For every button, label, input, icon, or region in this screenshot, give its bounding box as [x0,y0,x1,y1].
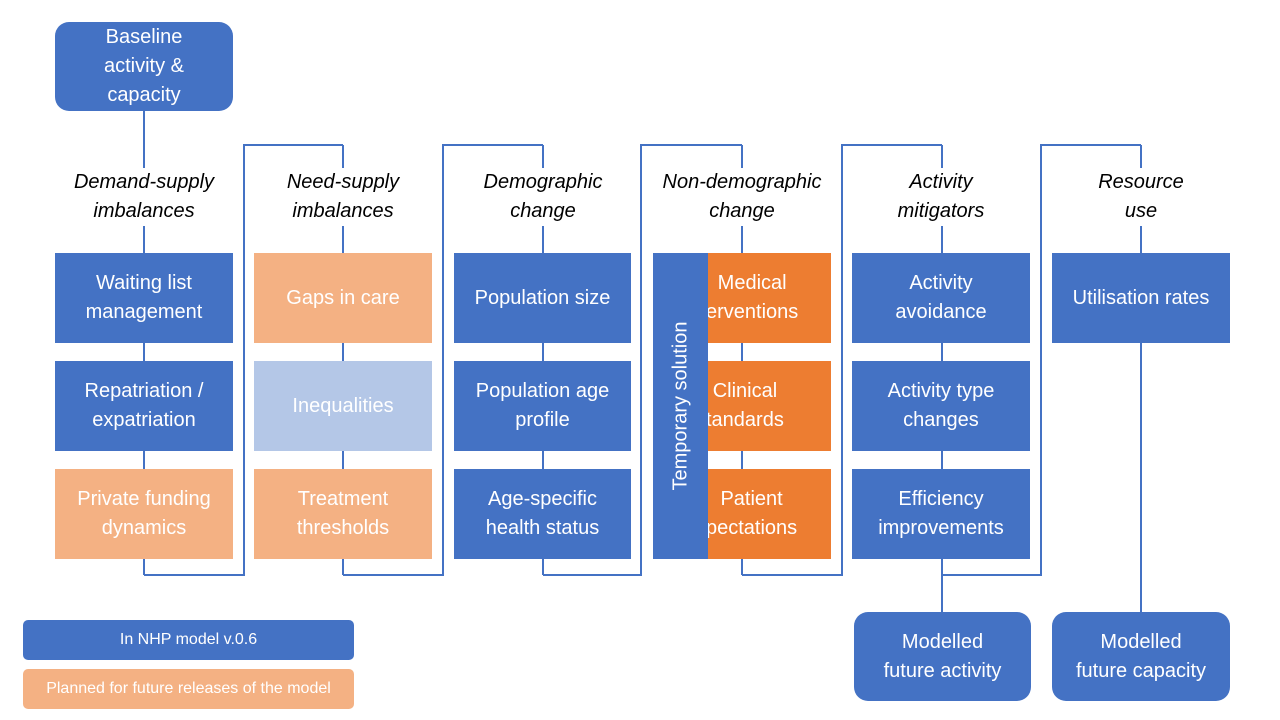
efficiency-box: Efficiency improvements [852,469,1030,559]
link-4-5 [742,144,942,576]
heading-activity-mitigators: Activity mitigators [850,168,1032,226]
heading-demand-supply: Demand-supply imbalances [52,168,236,226]
heading-resource-use: Resource use [1050,168,1232,226]
heading-need-supply: Need-supply imbalances [252,168,434,226]
treatment-thresholds-box: Treatment thresholds [254,469,432,559]
link-1-2 [144,144,343,576]
future-capacity-box: Modelled future capacity [1052,612,1230,701]
inequalities-box: Inequalities [254,361,432,451]
legend-in-model: In NHP model v.0.6 [23,620,354,660]
repatriation-box: Repatriation / expatriation [55,361,233,451]
link-3-4 [543,144,742,576]
temporary-solution-label: Temporary solution [669,321,691,491]
link-5-6 [942,144,1141,576]
heading-demographic: Demographic change [452,168,634,226]
temporary-solution-bar: Temporary solution [653,253,708,559]
waiting-list-box: Waiting list management [55,253,233,343]
gaps-in-care-box: Gaps in care [254,253,432,343]
patient-expectations-box: Patient pectations [706,469,831,559]
clinical-standards-box: Clinical tandards [706,361,831,451]
legend-planned: Planned for future releases of the model [23,669,354,709]
activity-avoidance-box: Activity avoidance [852,253,1030,343]
baseline-activity-box: Baseline activity & capacity [55,22,233,111]
age-specific-health-box: Age-specific health status [454,469,631,559]
population-age-box: Population age profile [454,361,631,451]
population-size-box: Population size [454,253,631,343]
medical-interventions-box: Medical erventions [706,253,831,343]
utilisation-rates-box: Utilisation rates [1052,253,1230,343]
heading-non-demographic: Non-demographic change [650,168,834,226]
private-funding-box: Private funding dynamics [55,469,233,559]
future-activity-box: Modelled future activity [854,612,1031,701]
link-2-3 [343,144,543,576]
activity-type-box: Activity type changes [852,361,1030,451]
